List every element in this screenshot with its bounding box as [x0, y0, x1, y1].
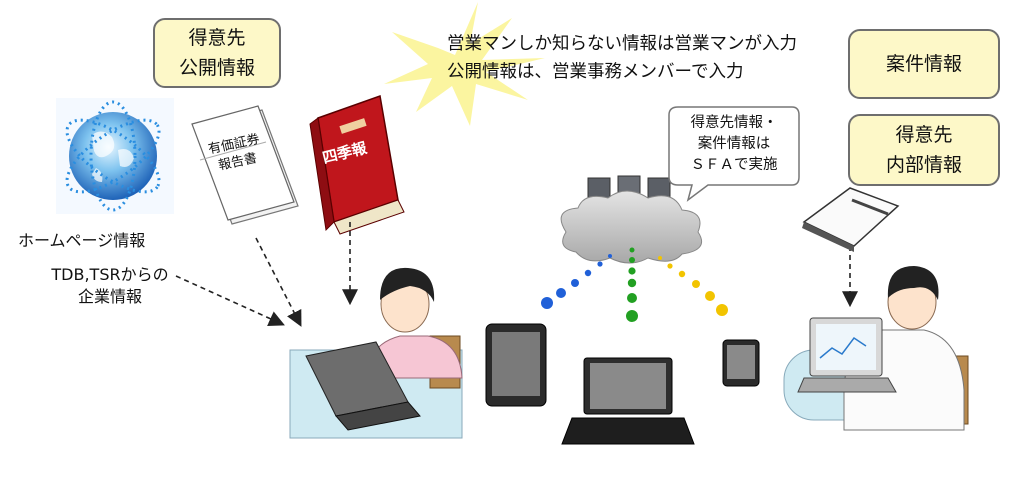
sfa-bubble-text: 得意先情報・ 案件情報は ＳＦＡで実施: [690, 115, 778, 173]
headline-text: 営業マンしか知らない情報は営業マンが入力 公開情報は、営業事務メンバーで入力: [447, 34, 797, 82]
speech-bubble: 得意先情報・ 案件情報は ＳＦＡで実施: [668, 106, 800, 202]
homepage-info-text: ホームページ情報: [18, 231, 146, 250]
tablet-icon: [485, 323, 547, 407]
woman-laptop-icon: [289, 267, 463, 439]
dashed-arrow-icon: [175, 222, 858, 327]
red-book-icon: [309, 94, 405, 235]
smartphone-icon: [722, 339, 760, 387]
dots-yellow-icon: [658, 256, 728, 316]
man-laptop-icon: [783, 266, 969, 431]
server-cloud-icon: [560, 175, 702, 264]
dots-green-icon: [626, 247, 638, 322]
globe-icon: [56, 98, 174, 214]
laptop-icon: [561, 357, 695, 445]
customer-public-info-label: 得意先 公開情報: [153, 18, 281, 88]
document-icon: [191, 105, 299, 225]
deal-info-label: 案件情報: [848, 29, 1000, 99]
customer-internal-info-label: 得意先 内部情報: [848, 114, 1000, 186]
open-notebook-icon: [802, 187, 900, 252]
speech-bubble-shape: [668, 106, 800, 202]
dots-blue-icon: [541, 254, 612, 309]
starburst-icon: [384, 2, 545, 126]
tdb-tsr-text: TDB,TSRからの 企業情報: [51, 265, 169, 306]
